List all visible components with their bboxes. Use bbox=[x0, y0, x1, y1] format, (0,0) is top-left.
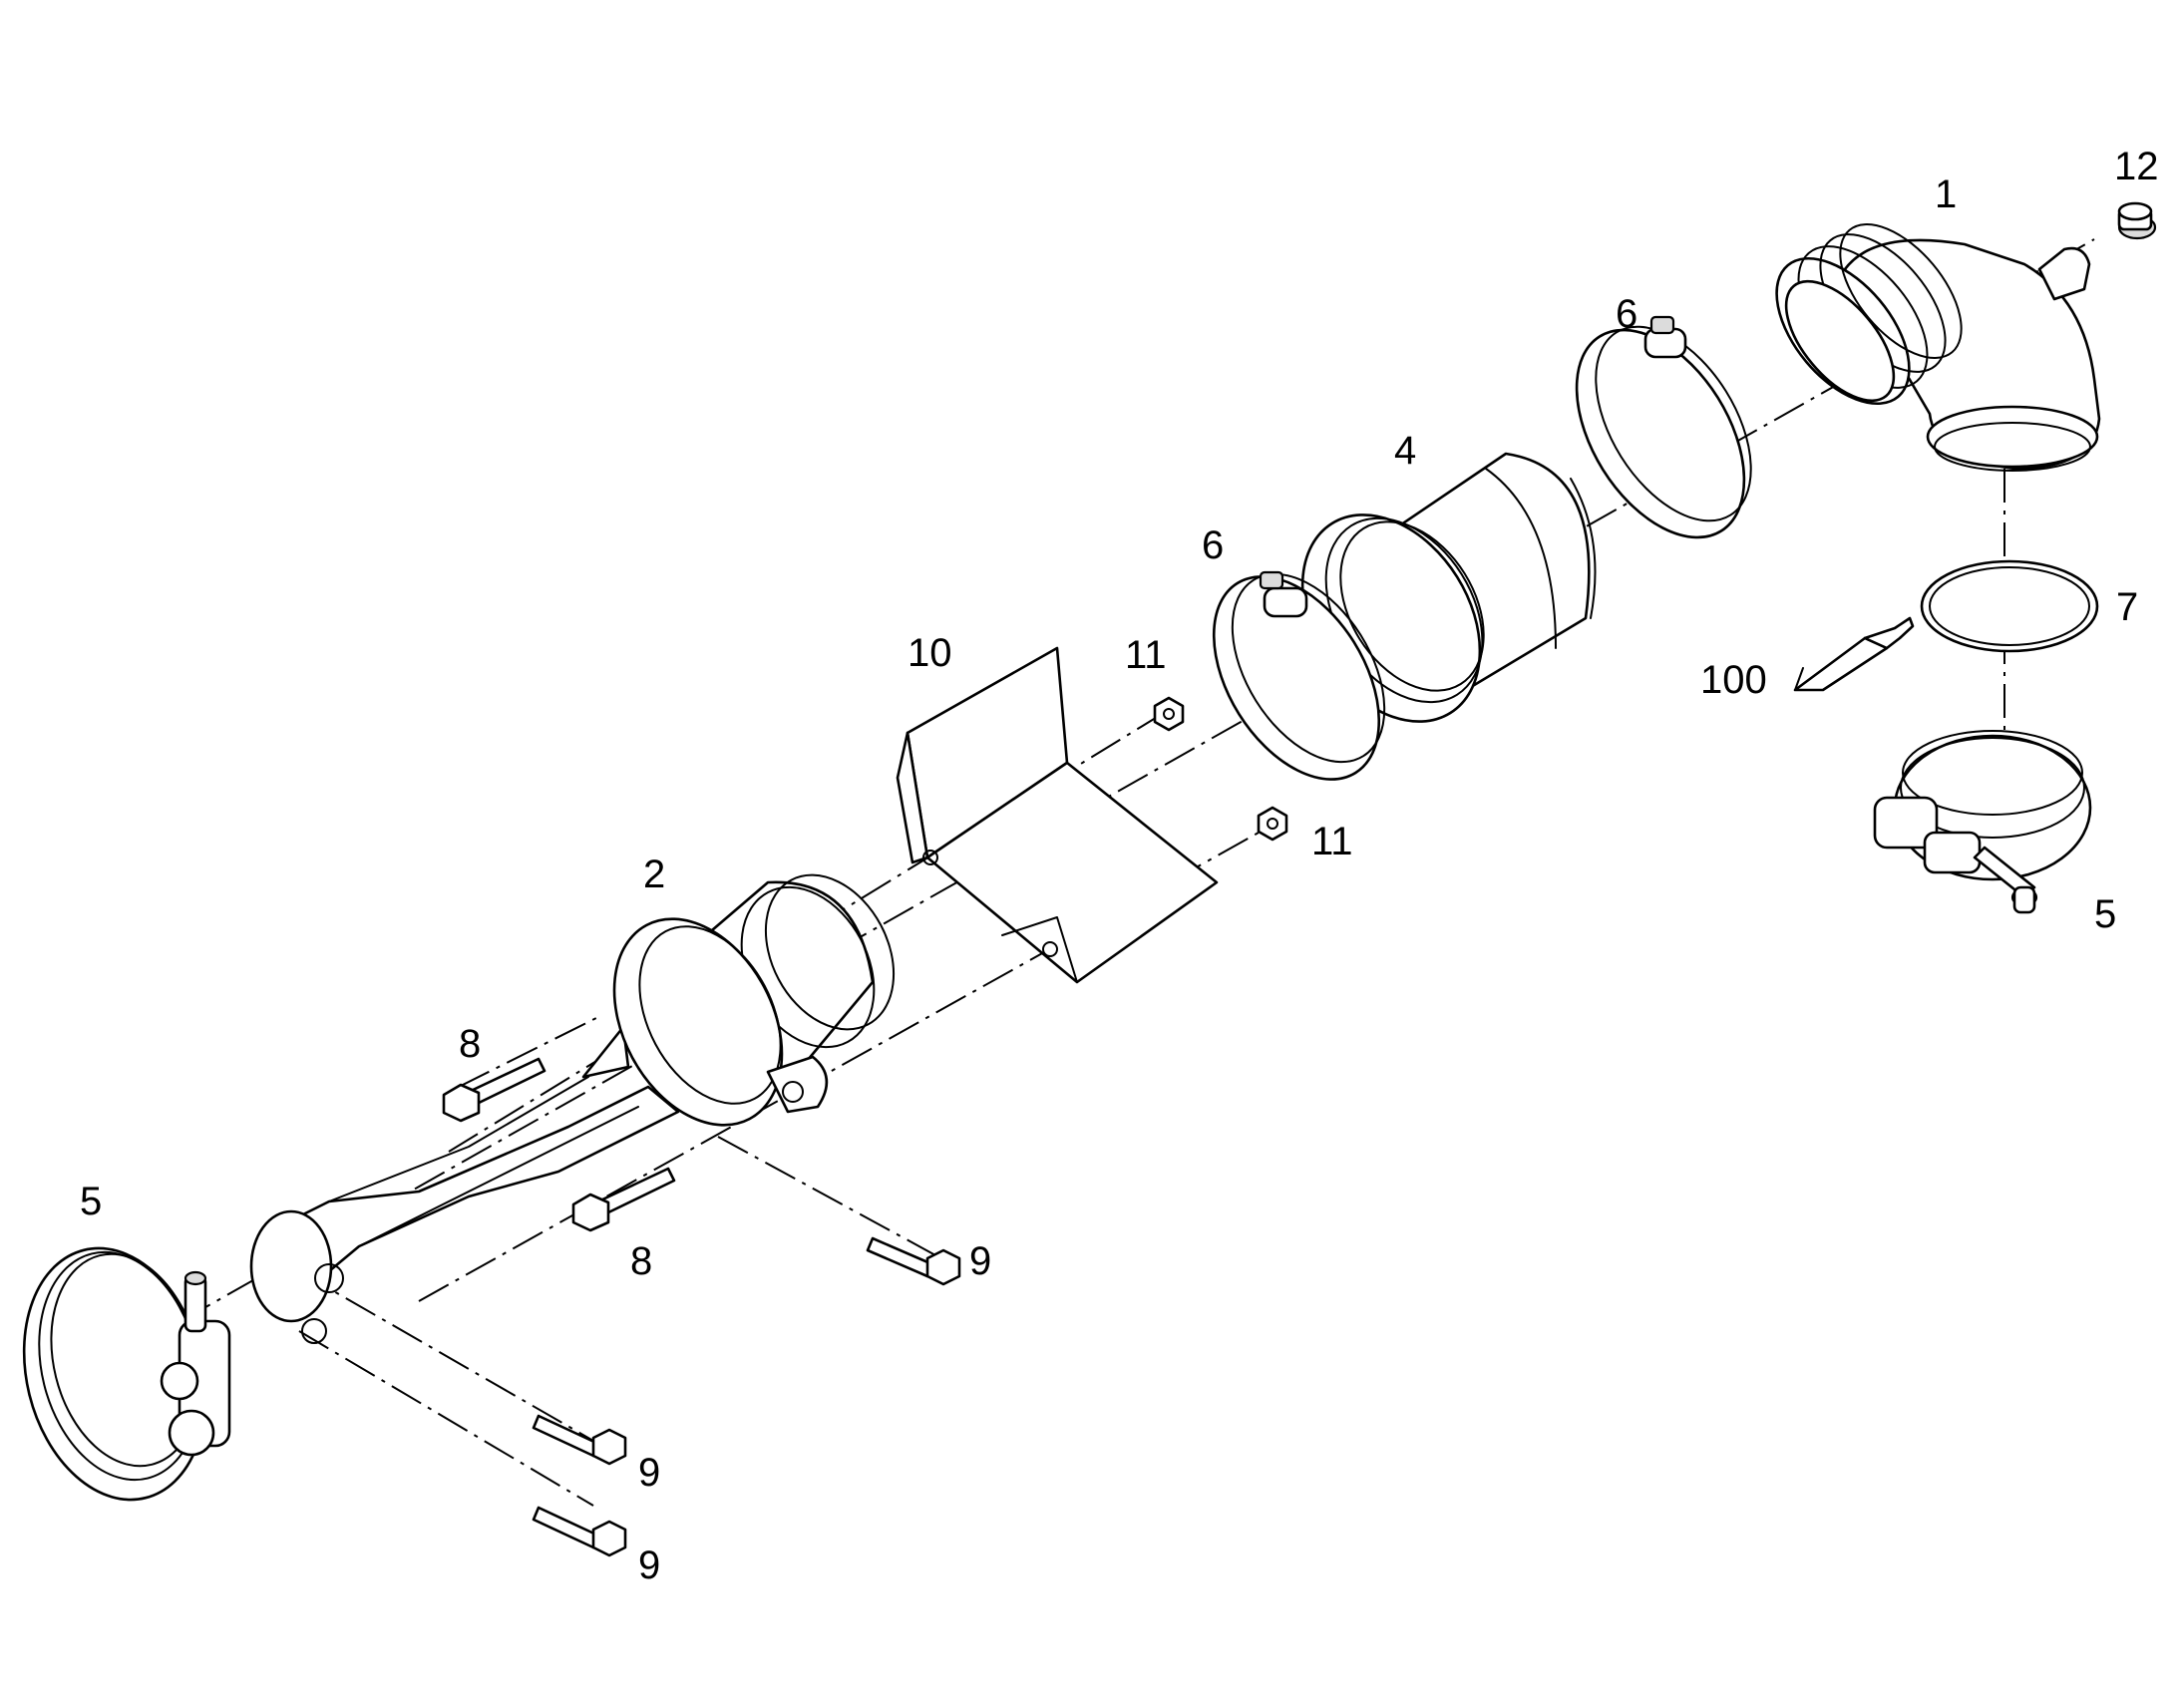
part-8-bolt-lower bbox=[571, 1167, 676, 1232]
part-9-bolt-bottom bbox=[532, 1506, 627, 1557]
callout-100: 100 bbox=[1700, 658, 1767, 702]
callout-12: 12 bbox=[2114, 145, 2159, 188]
part-11-nut-upper bbox=[1153, 696, 1185, 732]
part-9-bolt-right bbox=[866, 1236, 961, 1286]
callout-11-upper: 11 bbox=[1125, 633, 1167, 677]
callout-5-right: 5 bbox=[2094, 892, 2116, 936]
callout-7: 7 bbox=[2116, 585, 2138, 629]
callout-2: 2 bbox=[643, 853, 665, 896]
callout-8-upper: 8 bbox=[459, 1022, 481, 1066]
callout-6-upper: 6 bbox=[1616, 292, 1637, 336]
callout-9-bottom: 9 bbox=[638, 1543, 660, 1587]
part-5-v-band-clamp-left bbox=[22, 1246, 231, 1502]
callout-6-lower: 6 bbox=[1202, 523, 1224, 567]
callout-9-right: 9 bbox=[969, 1239, 991, 1283]
part-100-sealant-tube bbox=[1793, 616, 1915, 692]
callout-8-lower: 8 bbox=[630, 1239, 652, 1283]
callout-labels: 1 12 6 4 6 7 100 10 11 11 5 2 8 8 9 5 9 … bbox=[80, 145, 2159, 1587]
part-7-o-ring bbox=[1920, 559, 2099, 653]
part-10-heat-shield bbox=[896, 646, 1219, 984]
callout-9-middle: 9 bbox=[638, 1451, 660, 1495]
part-6-hose-clamp-upper bbox=[1575, 315, 1752, 539]
part-9-bolt-middle bbox=[532, 1414, 627, 1466]
part-11-nut-lower bbox=[1257, 806, 1288, 842]
part-5-v-band-clamp-right bbox=[1873, 730, 2092, 914]
callout-1: 1 bbox=[1935, 172, 1957, 216]
part-6-hose-clamp-lower bbox=[1212, 570, 1386, 781]
part-2-outlet-pipe bbox=[249, 873, 896, 1344]
callout-5-left: 5 bbox=[80, 1180, 102, 1223]
callout-10: 10 bbox=[908, 631, 952, 675]
part-12-plug bbox=[2117, 201, 2157, 240]
callout-4: 4 bbox=[1394, 429, 1416, 473]
part-1-elbow bbox=[1775, 223, 2101, 472]
part-8-bolt-upper bbox=[442, 1057, 546, 1123]
callout-11-lower: 11 bbox=[1311, 820, 1353, 863]
